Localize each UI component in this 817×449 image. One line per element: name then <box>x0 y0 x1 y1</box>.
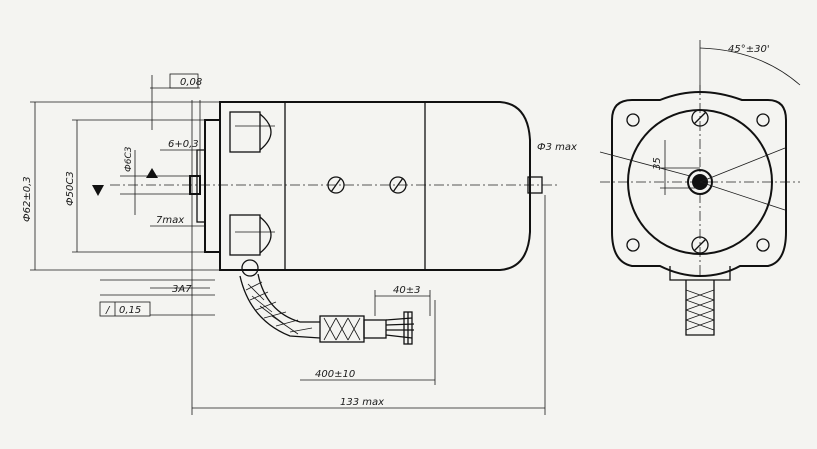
terminal-leads <box>385 311 415 345</box>
label-runout: 0,08 <box>180 77 202 88</box>
mount-hole-tl <box>626 113 640 127</box>
leader-cable-out <box>599 151 691 177</box>
body-screw-2 <box>389 176 407 194</box>
end-cable-sleeve <box>685 280 715 336</box>
side-view: 0,08 0,15 / Ф62±0,3 Ф50С3 Ф6С3 6+0,3 7ma… <box>22 73 560 415</box>
svg-text:/: / <box>105 305 111 316</box>
radius-line <box>699 147 786 183</box>
cable-ferrule <box>363 319 387 339</box>
end-shaft-boss <box>687 169 713 195</box>
label-angle: 45°±30' <box>728 44 770 55</box>
cable-braid <box>245 281 313 335</box>
mount-hole-br <box>756 238 770 252</box>
datum-triangle-2 <box>146 168 158 178</box>
flatness-frame <box>99 301 151 317</box>
label-flatness: 0,15 <box>119 305 141 316</box>
cable-sleeve <box>239 273 321 339</box>
label-overall-length: 133 max <box>340 397 384 408</box>
label-shaft-length: 6+0,3 <box>168 139 199 150</box>
label-shaft-diameter: Ф6С3 <box>124 146 134 172</box>
label-outer-diameter: Ф62±0,3 <box>22 176 33 222</box>
brush-holder-top <box>229 111 275 153</box>
label-7max: 7max <box>156 215 184 226</box>
mounting-flange <box>204 119 221 253</box>
mount-hole-tr <box>756 113 770 127</box>
label-terminal-length: 40±3 <box>393 285 420 296</box>
datum-triangle-1 <box>92 185 104 196</box>
rear-shaft <box>527 176 543 194</box>
end-flange-outline <box>611 90 787 278</box>
end-screw-bottom <box>691 236 709 254</box>
label-3a: 3А7 <box>172 284 192 295</box>
label-pilot-diameter: Ф50С3 <box>65 171 76 206</box>
motor-housing <box>219 101 531 271</box>
angle-arc <box>699 47 801 86</box>
label-radius: 35 <box>652 157 663 170</box>
end-screw-top <box>691 109 709 127</box>
label-cable-length: 400±10 <box>315 369 355 380</box>
end-view: 45°±30' Ф3 max 35 <box>537 40 801 336</box>
label-cable-out: Ф3 max <box>537 142 577 153</box>
mount-hole-bl <box>626 238 640 252</box>
brush-holder-bottom <box>229 214 275 256</box>
cable-clamp <box>241 259 259 277</box>
body-screw-1 <box>327 176 345 194</box>
output-shaft <box>189 175 201 195</box>
end-cable-entry <box>669 266 731 281</box>
runout-frame <box>169 73 199 89</box>
